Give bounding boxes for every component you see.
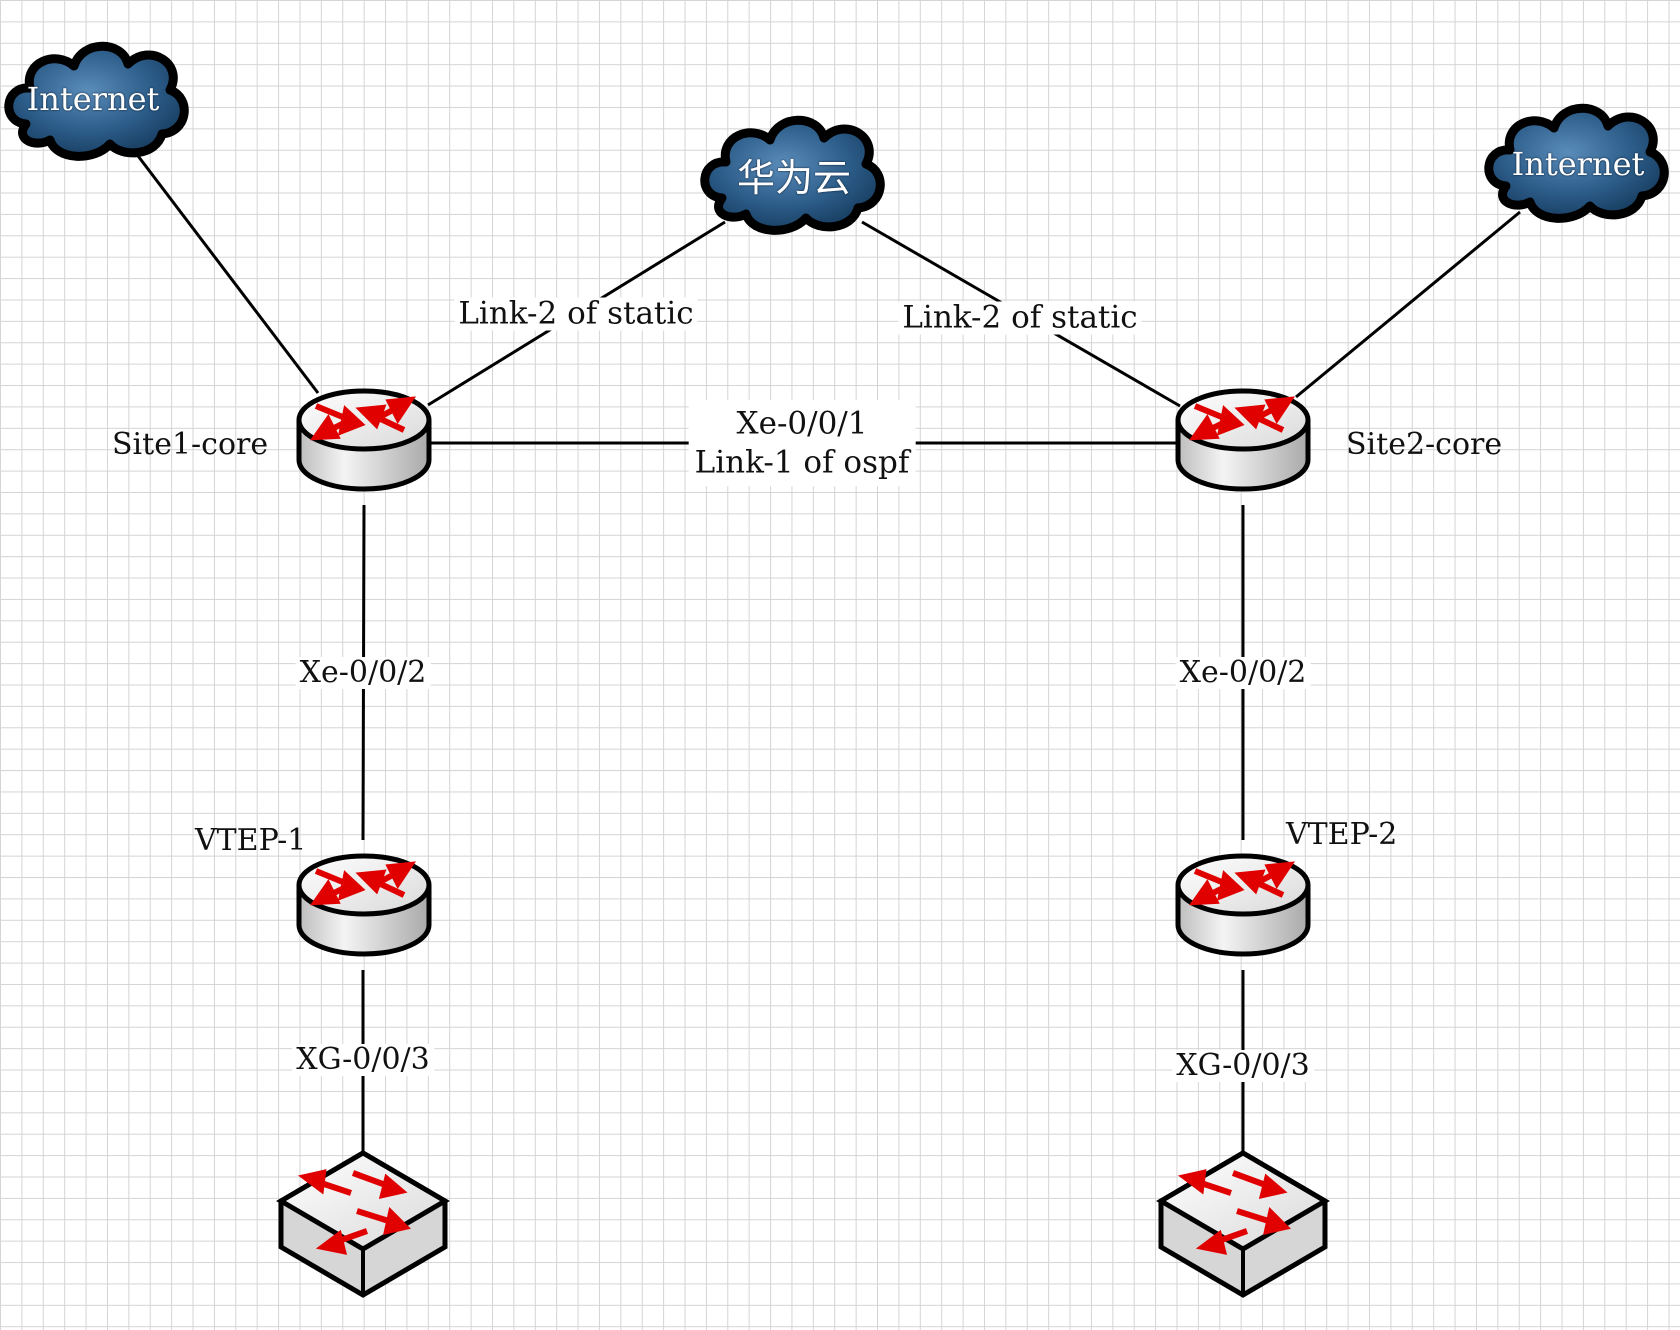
site1-core-router-icon: [299, 391, 429, 489]
huawei-cloud-label: 华为云: [736, 156, 852, 200]
vtep1-switch-port-label: XG-0/0/3: [292, 1044, 434, 1076]
link-internet-right-to-site2: [1295, 210, 1521, 399]
site2-vtep2-port-label: Xe-0/0/2: [1175, 657, 1311, 689]
core-interconnect-label: Xe-0/0/1 Link-1 of ospf: [688, 400, 916, 486]
core-interconnect-protocol: Link-1 of ospf: [694, 444, 910, 480]
switch-left-icon: [281, 1153, 445, 1295]
internet-right-label: Internet: [1511, 145, 1645, 183]
left-static-link-label: Link-2 of static: [454, 297, 698, 331]
vtep2-router-icon: [1178, 856, 1308, 954]
link-internet-left-to-site1: [130, 147, 320, 394]
site2-core-router-icon: [1178, 391, 1308, 489]
site1-core-label: Site1-core: [112, 427, 269, 462]
vtep1-router-icon: [299, 856, 429, 954]
vtep2-label: VTEP-2: [1286, 817, 1398, 852]
site2-core-label: Site2-core: [1346, 427, 1503, 462]
link-lines: [130, 147, 1521, 1158]
core-interconnect-port: Xe-0/0/1: [736, 405, 868, 442]
right-static-link-label: Link-2 of static: [898, 301, 1142, 335]
site1-vtep1-port-label: Xe-0/0/2: [295, 657, 431, 689]
vtep1-label: VTEP-1: [195, 823, 307, 858]
vtep2-switch-port-label: XG-0/0/3: [1172, 1050, 1314, 1082]
switch-right-icon: [1161, 1153, 1325, 1295]
internet-left-label: Internet: [26, 80, 160, 118]
